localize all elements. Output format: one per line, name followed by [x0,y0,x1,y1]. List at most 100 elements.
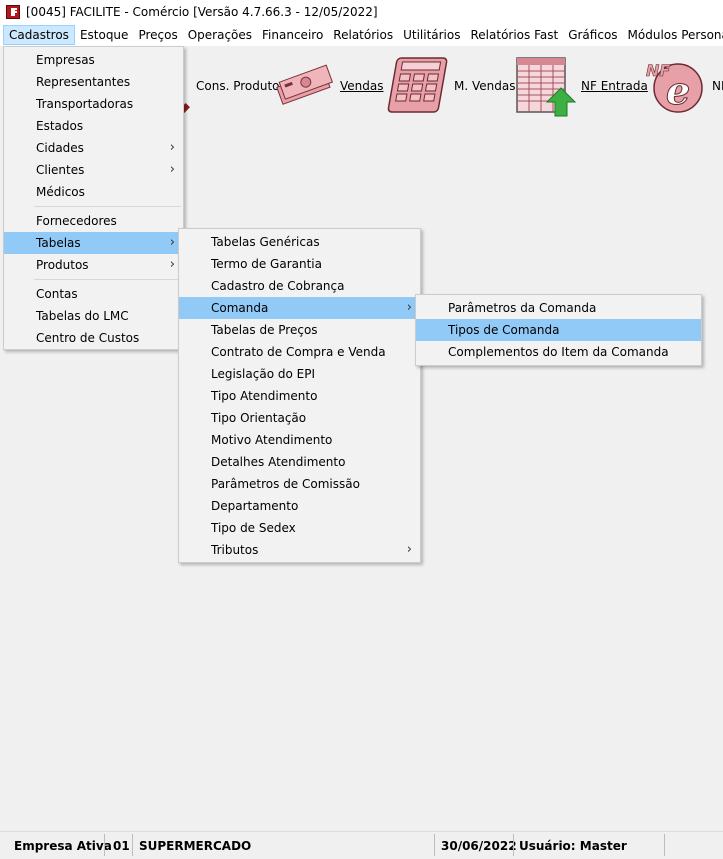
menu-item-tabelas[interactable]: Tabelas› [4,232,183,254]
menu-item-label: Representantes [36,75,131,89]
menu-item-fornecedores[interactable]: Fornecedores [4,210,183,232]
vendas-label: Vendas [340,79,384,93]
menu-item-medicos[interactable]: Médicos [4,181,183,203]
chevron-right-icon: › [169,257,175,272]
menu-item-label: Médicos [36,185,85,199]
tabelas-submenu: Tabelas Genéricas Termo de Garantia Cada… [178,228,421,563]
menu-separator [34,206,181,207]
menu-estoque[interactable]: Estoque [79,28,129,42]
menu-item-label: Tabelas Genéricas [211,235,320,249]
menu-bar: Cadastros Estoque Preços Operações Finan… [0,24,723,46]
menu-relatorios[interactable]: Relatórios [333,28,394,42]
menu-graficos[interactable]: Gráficos [568,28,618,42]
status-divider [664,834,665,856]
menu-item-tipo-sedex[interactable]: Tipo de Sedex [179,517,420,539]
svg-text:NF: NF [646,61,670,80]
menu-item-label: Tipo Orientação [211,411,307,425]
toolbar-cons-produto[interactable]: Cons. Produto [196,48,280,124]
status-bar: Empresa Ativa 01 SUPERMERCADO 30/06/2022… [0,831,723,858]
menu-cadastros[interactable]: Cadastros [3,25,75,45]
svg-text:e: e [666,68,690,113]
menu-item-label: Transportadoras [36,97,134,111]
menu-item-estados[interactable]: Estados [4,115,183,137]
status-divider [104,834,105,856]
menu-operacoes[interactable]: Operações [187,28,253,42]
menu-financeiro[interactable]: Financeiro [262,28,324,42]
menu-modulos-personalizados[interactable]: Módulos Personalizados [627,28,723,42]
menu-item-label: Tipo Atendimento [211,389,318,403]
toolbar-nfe[interactable]: NF e NF [644,48,723,124]
keypad-icon [387,57,448,113]
cash-money-icon [276,64,334,105]
menu-utilitarios[interactable]: Utilitários [403,28,461,42]
chevron-right-icon: › [169,140,175,155]
menu-item-termo-garantia[interactable]: Termo de Garantia [179,253,420,275]
menu-item-cidades[interactable]: Cidades › [4,137,183,159]
menu-separator [34,279,181,280]
menu-item-label: Departamento [211,499,299,513]
menu-item-label: Motivo Atendimento [211,433,333,447]
menu-item-label: Cidades [36,141,84,155]
menu-item-label: Termo de Garantia [211,257,322,271]
menu-item-tabelas-lmc[interactable]: Tabelas do LMC [4,305,183,327]
menu-item-label: Contas [36,287,78,301]
nf-entrada-text: NF Entrada [581,79,648,93]
menu-item-legislacao-epi[interactable]: Legislação do EPI [179,363,420,385]
menu-item-label: Produtos [36,258,89,272]
menu-item-label: Tipo de Sedex [211,521,296,535]
empresa-name: SUPERMERCADO [139,839,252,853]
menu-item-tipo-orientacao[interactable]: Tipo Orientação [179,407,420,429]
menu-item-label: Centro de Custos [36,331,140,345]
menu-item-detalhes-atendimento[interactable]: Detalhes Atendimento [179,451,420,473]
menu-item-tipo-atendimento[interactable]: Tipo Atendimento [179,385,420,407]
menu-item-label: Tabelas de Preços [211,323,318,337]
menu-item-contrato-compra-venda[interactable]: Contrato de Compra e Venda [179,341,420,363]
menu-item-produtos[interactable]: Produtos › [4,254,183,276]
menu-item-tabelas-precos[interactable]: Tabelas de Preços [179,319,420,341]
menu-item-complementos-item-comanda[interactable]: Complementos do Item da Comanda [416,341,701,363]
menu-item-tributos[interactable]: Tributos › [179,539,420,561]
window-title: [0045] FACILITE - Comércio [Versão 4.7.6… [26,5,378,19]
menu-item-label: Detalhes Atendimento [211,455,346,469]
nf-entrada-label: NF Entrada [581,79,648,93]
nf-cut-label: NF [712,79,723,93]
menu-item-label: Parâmetros da Comanda [448,301,597,315]
m-vendas-label: M. Vendas [454,79,516,93]
menu-item-motivo-atendimento[interactable]: Motivo Atendimento [179,429,420,451]
chevron-right-icon: › [169,162,175,177]
menu-item-contas[interactable]: Contas [4,283,183,305]
menu-item-tipos-comanda[interactable]: Tipos de Comanda [416,319,701,341]
menu-item-parametros-comanda[interactable]: Parâmetros da Comanda [416,297,701,319]
menu-item-label: Fornecedores [36,214,117,228]
menu-item-label: Parâmetros de Comissão [211,477,360,491]
status-divider [434,834,435,856]
menu-item-comanda[interactable]: Comanda› [179,297,420,319]
menu-item-label: Complementos do Item da Comanda [448,345,669,359]
menu-item-label: Legislação do EPI [211,367,315,381]
menu-item-departamento[interactable]: Departamento [179,495,420,517]
title-bar: [0045] FACILITE - Comércio [Versão 4.7.6… [0,0,723,24]
menu-relatorios-fast[interactable]: Relatórios Fast [470,28,559,42]
menu-item-representantes[interactable]: Representantes [4,71,183,93]
menu-item-empresas[interactable]: Empresas [4,49,183,71]
toolbar-nf-entrada[interactable]: NF Entrada [515,48,648,124]
menu-item-label: Clientes [36,163,85,177]
toolbar-m-vendas[interactable]: M. Vendas [384,48,515,124]
menu-item-label: Tributos [211,543,259,557]
menu-item-centro-custos[interactable]: Centro de Custos [4,327,183,349]
menu-item-clientes[interactable]: Clientes › [4,159,183,181]
chevron-right-icon: › [406,542,412,557]
toolbar-vendas[interactable]: Vendas [272,48,384,124]
menu-item-label: Cadastro de Cobrança [211,279,345,293]
menu-item-label: Estados [36,119,84,133]
menu-item-tabelas-genericas[interactable]: Tabelas Genéricas [179,231,420,253]
status-divider [132,834,133,856]
menu-item-parametros-comissao[interactable]: Parâmetros de Comissão [179,473,420,495]
menu-item-transportadoras[interactable]: Transportadoras [4,93,183,115]
chevron-right-icon: › [169,235,175,250]
menu-item-cadastro-cobranca[interactable]: Cadastro de Cobrança [179,275,420,297]
app-logo-icon [6,5,20,19]
menu-item-label: Contrato de Compra e Venda [211,345,386,359]
menu-precos[interactable]: Preços [138,28,178,42]
comanda-submenu: Parâmetros da Comanda Tipos de Comanda C… [415,294,702,366]
